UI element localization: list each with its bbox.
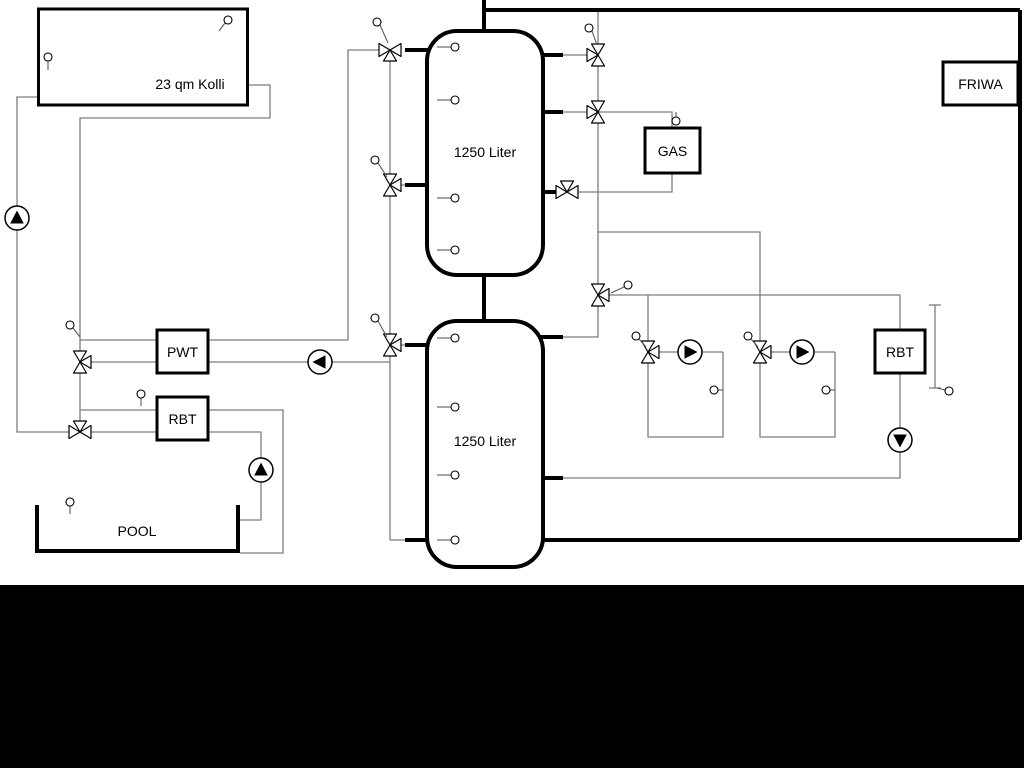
pool-basin: POOL bbox=[35, 505, 240, 553]
circuit-2-return-sensor-icon bbox=[821, 385, 835, 395]
rbt-right-box: RBT bbox=[873, 328, 927, 375]
rbt-left-label: RBT bbox=[169, 411, 197, 427]
three-way-valve-heating-header-icon bbox=[590, 283, 610, 307]
valve-sensor-icon bbox=[372, 17, 389, 44]
three-way-valve-pool-icon bbox=[68, 420, 92, 440]
lower-buffer-tank: 1250 Liter bbox=[425, 319, 545, 569]
heating-circuit-1-pump-icon bbox=[677, 339, 703, 365]
collector-pump-icon bbox=[4, 205, 30, 231]
upper-buffer-tank: 1250 Liter bbox=[425, 29, 545, 277]
three-way-valve-tank-mid-left-icon bbox=[382, 173, 402, 197]
pwt-charge-pump-icon bbox=[307, 349, 333, 375]
gas-boiler-box: GAS bbox=[643, 126, 702, 175]
circuit-1-return-sensor-icon bbox=[709, 385, 723, 395]
valve-sensor-icon bbox=[370, 155, 388, 178]
lower-tank-label: 1250 Liter bbox=[454, 433, 517, 449]
pool-pump-icon bbox=[248, 457, 274, 483]
lower-tank-sensor-icon bbox=[437, 535, 460, 545]
rbt-return-pump-icon bbox=[887, 427, 913, 453]
circuit-2-valve-sensor-icon bbox=[743, 331, 759, 348]
valve-sensor-icon bbox=[584, 23, 598, 46]
solar-collector-box: 23 qm Kolli bbox=[37, 7, 249, 107]
upper-tank-sensor-icon bbox=[437, 42, 460, 52]
rbt-left-box: RBT bbox=[155, 395, 210, 442]
three-way-valve-tank-top-right-icon bbox=[586, 43, 606, 67]
upper-tank-sensor-icon bbox=[437, 95, 460, 105]
pwt-inlet-sensor-icon bbox=[65, 320, 81, 338]
rbt-right-sensor-icon bbox=[936, 386, 954, 396]
three-way-valve-tank-top-left-icon bbox=[378, 42, 402, 62]
pipe-network-thick bbox=[405, 0, 1022, 542]
upper-tank-label: 1250 Liter bbox=[454, 144, 517, 160]
collector-sensor-icon bbox=[218, 15, 233, 32]
gas-flow-sensor-icon bbox=[671, 112, 681, 126]
friwa-label: FRIWA bbox=[958, 76, 1003, 92]
pool-label: POOL bbox=[118, 523, 157, 539]
upper-tank-sensor-icon bbox=[437, 245, 460, 255]
collector-label: 23 qm Kolli bbox=[155, 76, 224, 92]
lower-tank-sensor-icon bbox=[437, 402, 460, 412]
temperature-sensor-icons bbox=[43, 15, 954, 545]
lower-tank-sensor-icon bbox=[437, 333, 460, 343]
valve-sensor-icon bbox=[370, 313, 388, 338]
pwt-label: PWT bbox=[167, 344, 199, 360]
collector-left-sensor-icon bbox=[43, 52, 53, 70]
pool-sensor-icon bbox=[65, 497, 75, 514]
header-valve-sensor-icon bbox=[610, 280, 633, 294]
rbt-left-sensor-icon bbox=[136, 389, 146, 406]
heating-circuit-2-pump-icon bbox=[789, 339, 815, 365]
lower-tank-sensor-icon bbox=[437, 470, 460, 480]
three-way-valve-pwt-icon bbox=[72, 350, 92, 374]
friwa-box: FRIWA bbox=[941, 60, 1020, 107]
circuit-1-valve-sensor-icon bbox=[631, 331, 647, 348]
pwt-heat-exchanger-box: PWT bbox=[155, 328, 210, 375]
three-way-valve-gas-return-icon bbox=[555, 180, 579, 200]
gas-label: GAS bbox=[658, 143, 688, 159]
footer-band bbox=[0, 585, 1024, 768]
upper-tank-sensor-icon bbox=[437, 193, 460, 203]
three-way-valve-lower-tank-left-icon bbox=[382, 333, 402, 357]
rbt-right-label: RBT bbox=[886, 344, 914, 360]
